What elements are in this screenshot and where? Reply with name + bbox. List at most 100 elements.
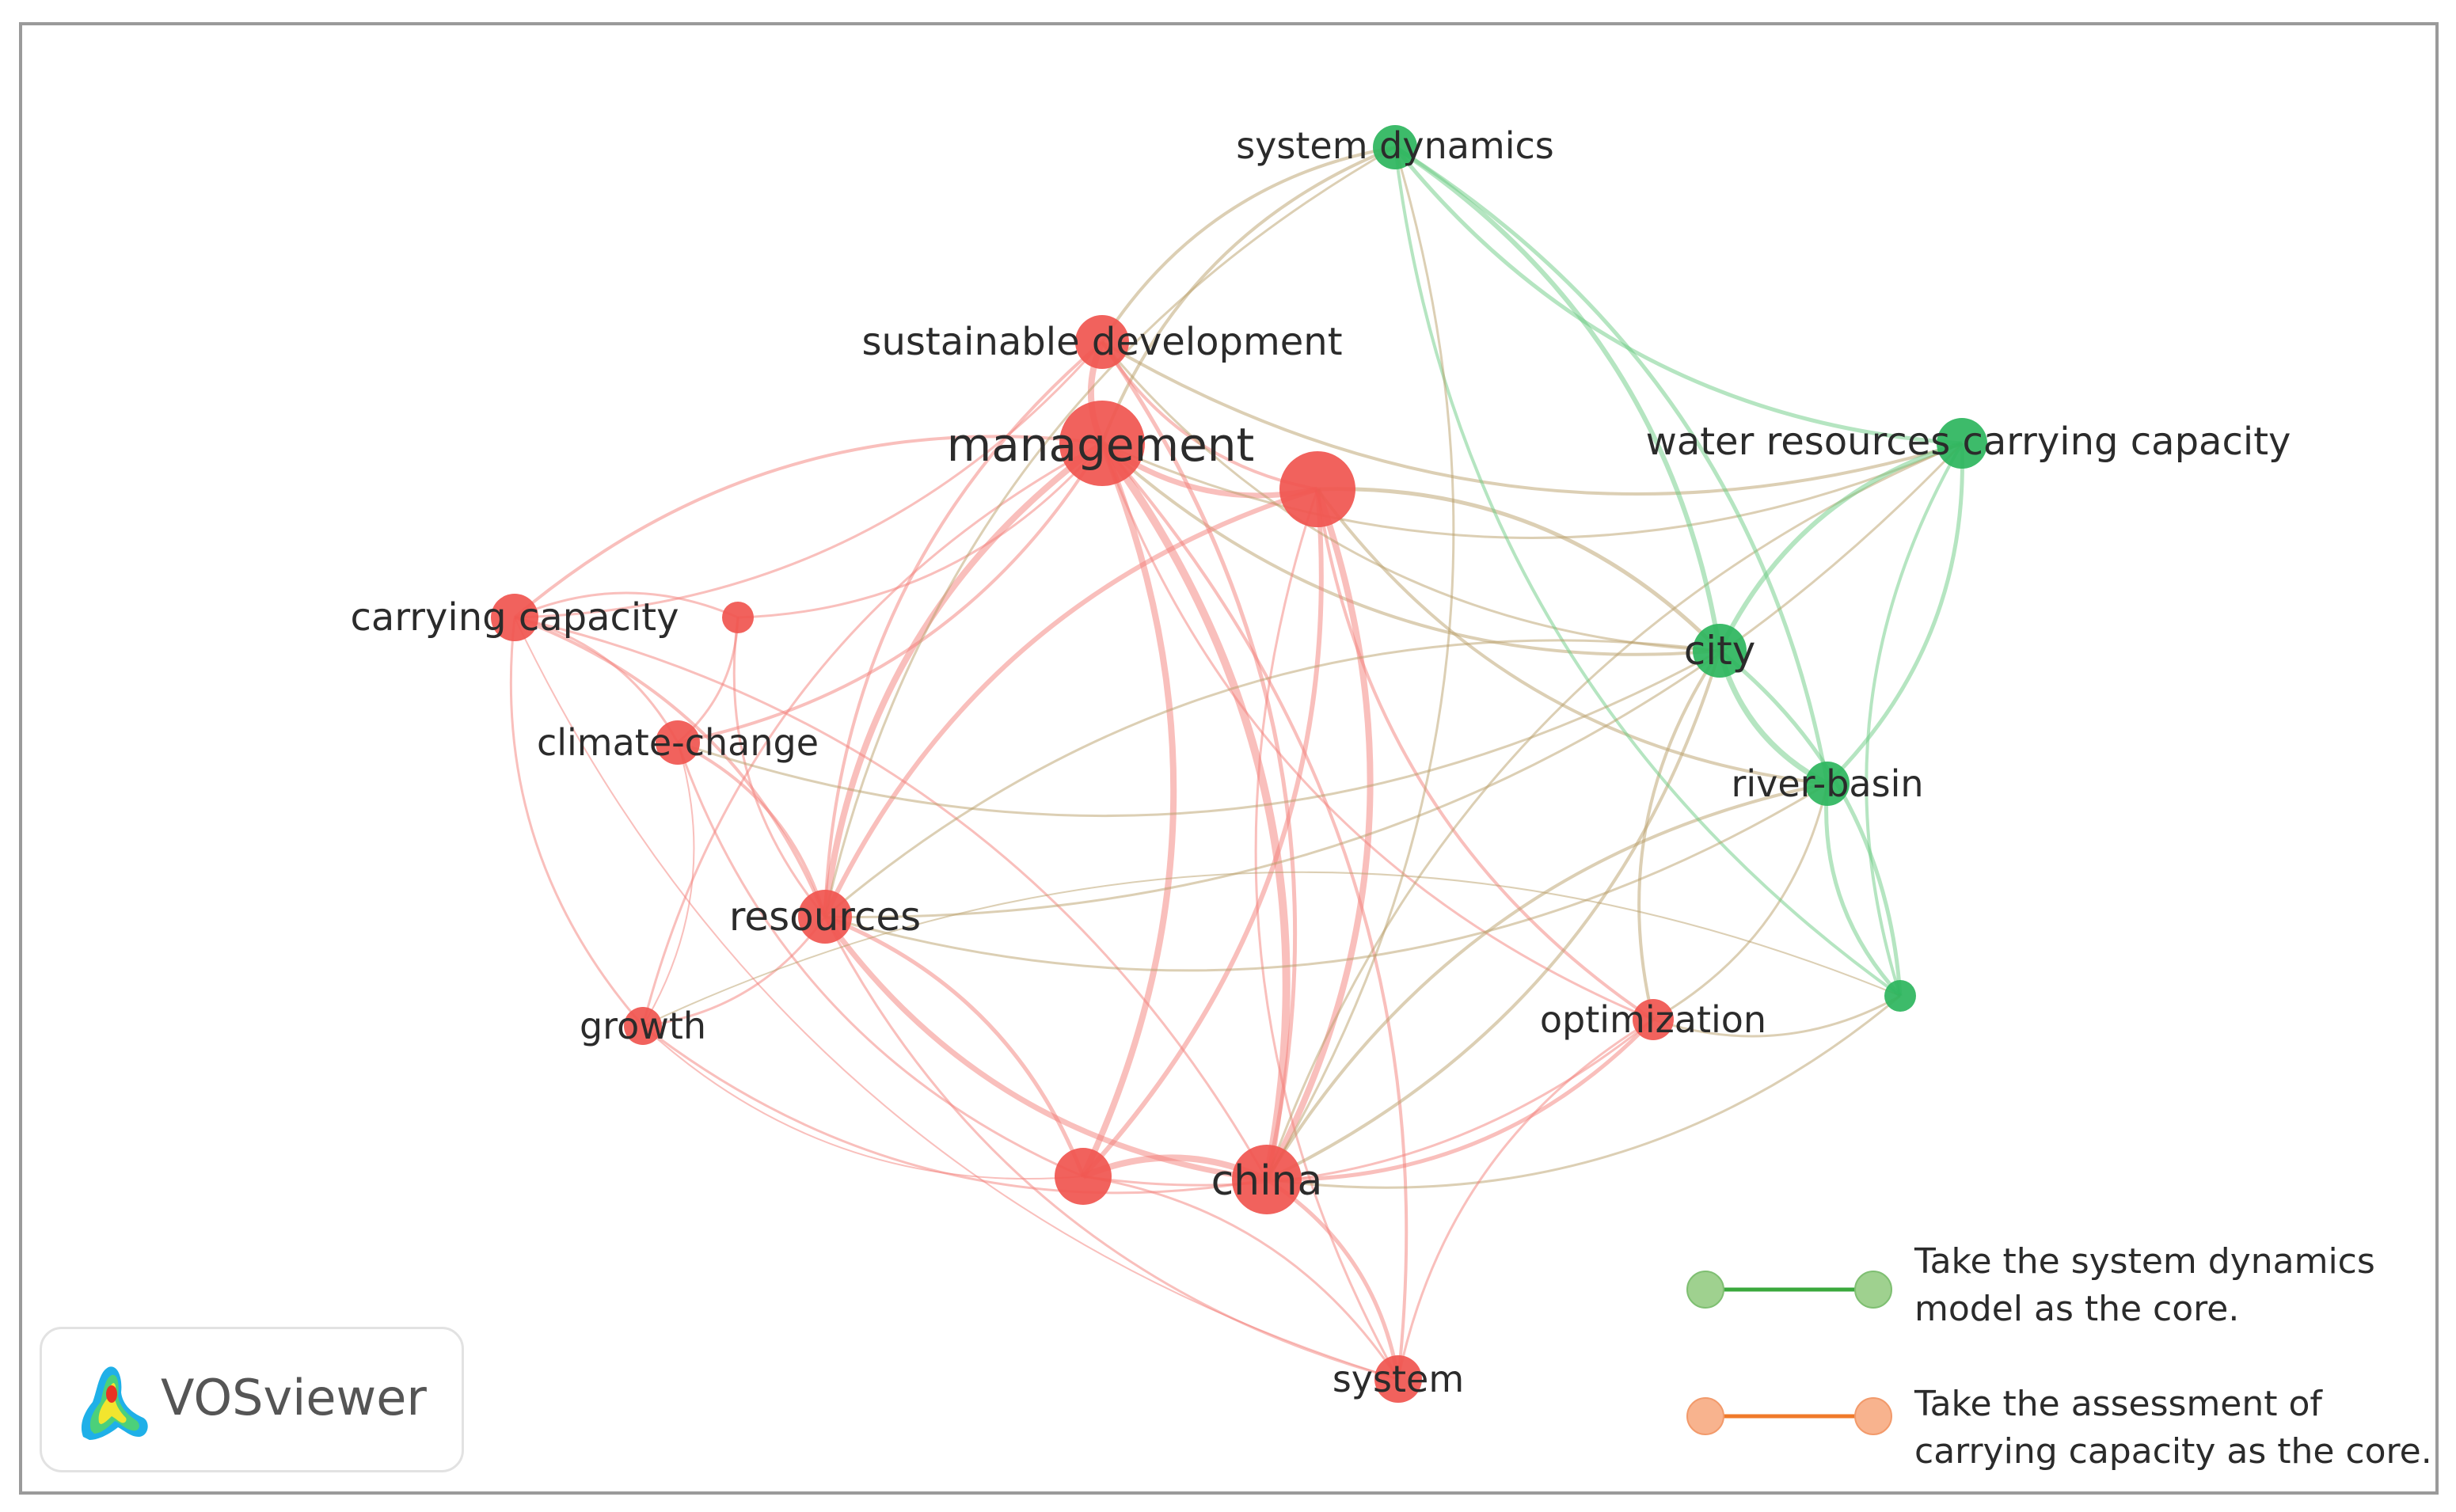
edge-carrying-capacity-unlabeled-red-2 [514, 591, 739, 619]
edge-sustainable-development-water-resources-carrying-capacity [1101, 340, 1963, 496]
edge-carrying-capacity-growth [509, 617, 644, 1027]
edge-resources-climate-change [677, 741, 827, 917]
edge-management-system [1101, 442, 1409, 1380]
edge-unlabeled-red-1-unlabeled-red-3 [1081, 488, 1324, 1179]
edge-optimization-system [1397, 1018, 1654, 1380]
edge-system-dynamics-river-basin [1393, 145, 1830, 784]
edge-optimization-city [1637, 649, 1721, 1020]
edge-sustainable-development-system-dynamics [1101, 146, 1396, 344]
node-label-river-basin: river-basin [1731, 762, 1923, 805]
legend-item-carrying-capacity [1679, 1389, 1900, 1447]
edge-unlabeled-red-1-resources [823, 487, 1318, 918]
node-resources[interactable] [798, 890, 852, 944]
edge-unlabeled-red-1-system [1254, 488, 1400, 1380]
edge-china-optimization [1266, 1018, 1655, 1182]
edge-sustainable-development-carrying-capacity [514, 341, 1104, 619]
node-label-carrying-capacity: carrying capacity [351, 595, 679, 640]
node-label-china: china [1211, 1157, 1323, 1205]
edge-water-resources-carrying-capacity-river-basin [1826, 443, 1964, 785]
node-label-system: system [1333, 1358, 1464, 1400]
edge-resources-carrying-capacity [514, 616, 827, 917]
legend-orange-swatch [1686, 1397, 1892, 1435]
edge-city-unlabeled-green-1 [1718, 649, 1903, 997]
node-unlabeled-red-2[interactable] [722, 602, 754, 633]
edge-water-resources-carrying-capacity-resources [824, 442, 1964, 918]
edge-unlabeled-red-3-growth [642, 1025, 1084, 1180]
node-water-resources-carrying-capacity[interactable] [1937, 418, 1987, 469]
edge-water-resources-carrying-capacity-city [1717, 441, 1963, 652]
edge-management-water-resources-carrying-capacity [1101, 442, 1963, 539]
edge-china-unlabeled-green-1 [1266, 994, 1901, 1189]
vosviewer-wordmark: VOSviewer [161, 1369, 427, 1427]
node-label-system-dynamics: system dynamics [1236, 124, 1554, 167]
edge-unlabeled-red-1-china [1264, 488, 1374, 1181]
edge-management-unlabeled-red-3 [1080, 442, 1177, 1178]
edge-carrying-capacity-climate-change [514, 616, 679, 743]
edge-unlabeled-red-1-optimization [1316, 488, 1655, 1021]
edge-resources-unlabeled-red-3 [824, 914, 1085, 1177]
edge-resources-growth [642, 916, 827, 1028]
edge-management-climate-change [677, 442, 1104, 744]
node-system-dynamics[interactable] [1373, 125, 1417, 169]
node-river-basin[interactable] [1805, 762, 1850, 806]
edge-management-optimization [1101, 443, 1654, 1021]
edge-management-system-dynamics [1101, 146, 1396, 444]
edge-china-system [1265, 1177, 1401, 1380]
edge-sustainable-development-resources [823, 340, 1104, 917]
edge-system-dynamics-resources [823, 146, 1396, 917]
edge-system-carrying-capacity [514, 617, 1399, 1380]
edge-management-growth [641, 442, 1103, 1027]
edge-unlabeled-green-1-growth [642, 871, 1901, 1027]
node-label-climate-change: climate-change [537, 721, 819, 764]
node-system[interactable] [1374, 1355, 1422, 1403]
node-growth[interactable] [624, 1007, 662, 1045]
edge-city-resources [824, 639, 1720, 918]
node-label-city: city [1684, 628, 1756, 674]
node-label-sustainable-development: sustainable development [861, 320, 1342, 364]
edge-china-river-basin [1265, 782, 1828, 1181]
node-label-water-resources-carrying-capacity: water resources carrying capacity [1646, 420, 2291, 464]
edge-unlabeled-green-1-optimization [1652, 994, 1901, 1038]
node-label-growth: growth [580, 1005, 706, 1047]
edge-unlabeled-red-3-optimization [1082, 1018, 1654, 1187]
node-carrying-capacity[interactable] [491, 594, 538, 641]
node-climate-change[interactable] [656, 720, 700, 765]
node-layer [491, 125, 1987, 1403]
node-unlabeled-red-3[interactable] [1055, 1148, 1112, 1205]
legend-label-system-dynamics: Take the system dynamics model as the co… [1914, 1241, 2375, 1329]
edge-unlabeled-red-1-city [1317, 487, 1721, 652]
vosviewer-logo-icon [81, 1366, 148, 1440]
legend-label-carrying-capacity: Take the assessment of carrying capacity… [1914, 1384, 2432, 1472]
edge-resources-unlabeled-red-2 [732, 617, 827, 917]
edge-water-resources-carrying-capacity-unlabeled-green-1 [1865, 442, 1964, 997]
edge-optimization-river-basin [1652, 783, 1829, 1021]
node-management[interactable] [1059, 401, 1145, 486]
edge-china-city [1266, 650, 1721, 1181]
edge-unlabeled-red-3-system [1082, 1175, 1400, 1380]
edge-china-resources [823, 914, 1268, 1183]
edge-management-unlabeled-red-2 [737, 443, 1104, 619]
edge-system-dynamics-china [1265, 146, 1455, 1180]
edge-resources-system [823, 916, 1399, 1381]
edge-sustainable-development-china [1100, 340, 1298, 1180]
edge-china-carrying-capacity [514, 616, 1268, 1180]
edge-china-water-resources-carrying-capacity [1265, 442, 1963, 1180]
edge-system-dynamics-unlabeled-green-1 [1393, 146, 1902, 997]
edge-management-resources [822, 440, 1104, 917]
node-sustainable-development[interactable] [1075, 315, 1129, 369]
node-city[interactable] [1693, 624, 1747, 678]
edge-management-china [1098, 441, 1291, 1180]
node-unlabeled-green-1[interactable] [1884, 980, 1916, 1012]
node-unlabeled-red-1[interactable] [1279, 451, 1355, 527]
edge-system-dynamics-water-resources-carrying-capacity [1393, 146, 1963, 446]
node-china[interactable] [1232, 1145, 1302, 1214]
node-label-resources: resources [729, 894, 921, 940]
node-optimization[interactable] [1633, 999, 1674, 1040]
vosviewer-badge: VOSviewer [40, 1327, 464, 1472]
edge-layer [509, 145, 1964, 1381]
edge-sustainable-development-city [1101, 341, 1720, 652]
edge-system-dynamics-city [1393, 145, 1722, 652]
edge-climate-change-growth [642, 742, 695, 1027]
